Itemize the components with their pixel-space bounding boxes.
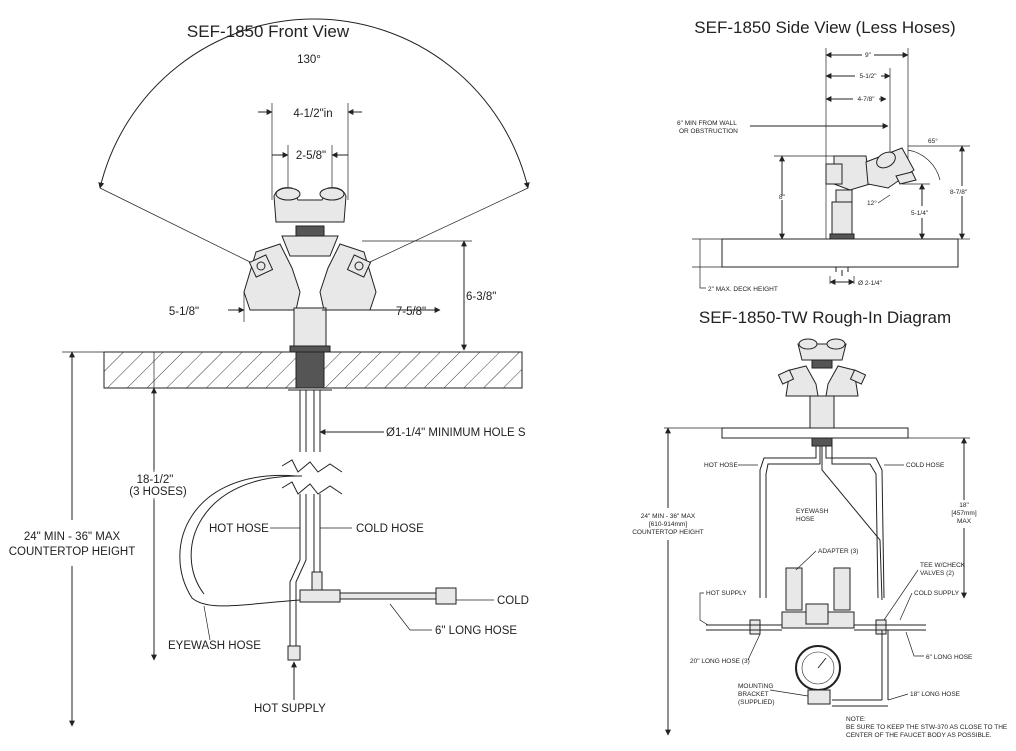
cold-hose-label: COLD HOSE bbox=[356, 523, 424, 535]
rough-hot-supply: HOT SUPPLY bbox=[706, 590, 747, 597]
hole-size-label: Ø1-1/4" MINIMUM HOLE S bbox=[386, 427, 526, 439]
rough-eyewash-hose bbox=[821, 446, 883, 601]
side-d514: 5-1/4" bbox=[911, 210, 929, 217]
side-d9: 9" bbox=[865, 52, 872, 59]
side-deck-height: 2" MAX. DECK HEIGHT bbox=[708, 286, 778, 293]
front-width-outer: 4-1/2"in bbox=[293, 108, 332, 120]
rough-cold-supply: COLD SUPPLY bbox=[914, 590, 960, 597]
front-height: 6-3/8" bbox=[466, 291, 496, 303]
hose-length-label: 18-1/2" bbox=[137, 474, 174, 486]
hot-supply-label: HOT SUPPLY bbox=[254, 703, 326, 715]
rough-long6: 6" LONG HOSE bbox=[926, 654, 973, 661]
countertop-height-1: 24" MIN - 36" MAX bbox=[24, 531, 121, 543]
rough-adapter: ADAPTER (3) bbox=[818, 548, 858, 555]
rough-ctr-3: COUNTERTOP HEIGHT bbox=[632, 529, 704, 536]
rough-countertop bbox=[721, 427, 909, 439]
rough-mount-3: (SUPPLIED) bbox=[738, 699, 774, 706]
spray-angle-label: 130° bbox=[297, 54, 321, 66]
side-min-wall-1: 6" MIN FROM WALL bbox=[677, 120, 737, 127]
six-inch-hose-label: 6" LONG HOSE bbox=[435, 625, 517, 637]
rough-ctr-2: [610-914mm] bbox=[649, 521, 687, 528]
eyewash-hose-label: EYEWASH HOSE bbox=[168, 640, 261, 652]
spray-angle-arc bbox=[98, 18, 530, 189]
rough-in-diagram: 24" MIN - 36" MAX [610-914mm] COUNTERTOP… bbox=[618, 338, 1008, 739]
hose-count-label: (3 HOSES) bbox=[129, 486, 187, 498]
side-d8: 8" bbox=[779, 194, 786, 201]
rough-eyewash-1: EYEWASH bbox=[796, 508, 829, 515]
rough-tee-1: TEE W/CHECK bbox=[920, 562, 966, 569]
side-view-title: SEF-1850 Side View (Less Hoses) bbox=[694, 18, 955, 37]
rough-note-1: NOTE: bbox=[846, 716, 866, 723]
faucet-body-front bbox=[243, 187, 377, 353]
side-d478: 4-7/8" bbox=[857, 96, 875, 103]
eyewash-hose-front bbox=[179, 475, 301, 607]
rough-long20: 20" LONG HOSE (3) bbox=[690, 658, 750, 665]
rough-in-title: SEF-1850-TW Rough-In Diagram bbox=[699, 308, 951, 327]
side-d878: 8-7/8" bbox=[950, 189, 968, 196]
rough-long18: 18" LONG HOSE bbox=[910, 691, 961, 698]
side-countertop bbox=[721, 238, 959, 268]
rough-hot-hose bbox=[759, 446, 817, 598]
side-min-wall-2: OR OBSTRUCTION bbox=[679, 128, 738, 135]
side-d512: 5-1/2" bbox=[859, 73, 877, 80]
side-diameter: Ø 2-1/4" bbox=[858, 280, 883, 287]
rough-hot-hose-label: HOT HOSE bbox=[704, 462, 738, 469]
front-width-inner: 2-5/8" bbox=[296, 150, 326, 162]
rough-mount-1: MOUNTING bbox=[738, 683, 773, 690]
cold-label: COLD bbox=[497, 595, 529, 607]
rough-max-1: 18" bbox=[959, 502, 969, 509]
rough-max-3: MAX bbox=[957, 518, 972, 525]
front-view: 130° 4-1/2"in 2-5/8" bbox=[4, 18, 530, 727]
rough-faucet bbox=[777, 338, 867, 429]
rough-mount-2: BRACKET bbox=[738, 691, 769, 698]
rough-cold-hose-label: COLD HOSE bbox=[906, 462, 945, 469]
front-view-title: SEF-1850 Front View bbox=[187, 22, 350, 41]
rough-note-2: BE SURE TO KEEP THE STW-370 AS CLOSE TO … bbox=[846, 724, 1008, 731]
rough-tee-2: VALVES (2) bbox=[920, 570, 954, 577]
rough-note-3: CENTER OF THE FAUCET BODY AS POSSIBLE. bbox=[846, 732, 992, 739]
front-right-offset: 7-5/8" bbox=[396, 306, 426, 318]
side-view: 9" 5-1/2" 4-7/8" 6" MIN FROM WALL OR OBS… bbox=[677, 48, 970, 293]
side-angle-12: 12° bbox=[867, 199, 877, 207]
front-left-offset: 5-1/8" bbox=[169, 306, 199, 318]
rough-cold-hose bbox=[825, 446, 885, 599]
countertop-height-2: COUNTERTOP HEIGHT bbox=[9, 546, 136, 558]
side-angle-65: 65° bbox=[928, 137, 938, 145]
hot-hose-label: HOT HOSE bbox=[209, 523, 269, 535]
rough-ctr-1: 24" MIN - 36" MAX bbox=[641, 513, 696, 520]
rough-max-2: [457mm] bbox=[951, 510, 976, 517]
rough-eyewash-2: HOSE bbox=[796, 516, 815, 523]
